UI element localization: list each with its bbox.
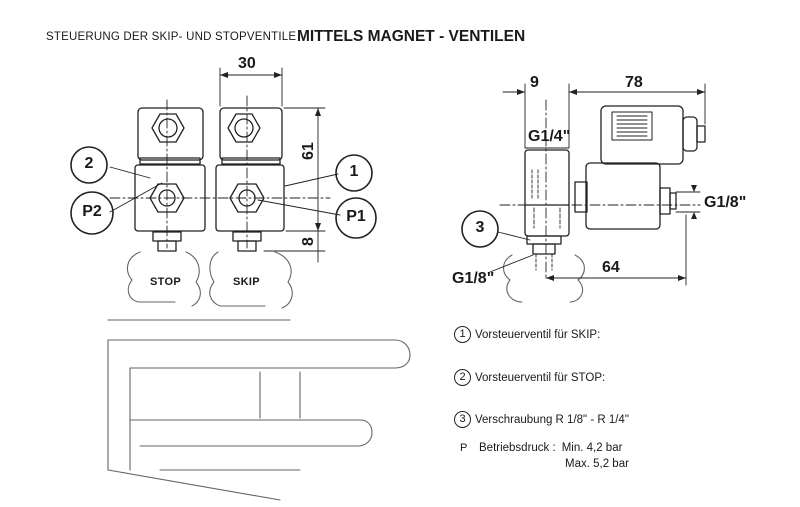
skip-valve-body xyxy=(216,165,284,231)
stop-coil-nut xyxy=(152,114,184,142)
skip-coil-nut xyxy=(228,114,260,142)
side-connector xyxy=(586,163,660,229)
legend-num-1: 1 xyxy=(454,326,471,343)
stop-coil-top xyxy=(138,108,203,160)
dim-width-30: 30 xyxy=(238,55,256,72)
legend-num-3: 3 xyxy=(454,411,471,428)
legend-text-1: Vorsteuerventil für SKIP: xyxy=(475,328,601,341)
stop-label: STOP xyxy=(150,276,181,288)
callout-circle-1 xyxy=(336,155,372,191)
pressure-min: Min. 4,2 bar xyxy=(561,442,623,454)
title-prefix: STEUERUNG DER SKIP- UND STOPVENTILE xyxy=(46,31,297,43)
legend-item-3: 3 Verschraubung R 1/8" - R 1/4" xyxy=(454,411,629,428)
callout-circle-p1 xyxy=(336,198,376,238)
callout-circle-p2 xyxy=(71,192,113,234)
pressure-label: Betriebsdruck : xyxy=(479,442,556,454)
skip-coil-top xyxy=(220,108,282,160)
callout-circle-2 xyxy=(71,147,107,183)
pressure-max: Max. 5,2 bar xyxy=(565,458,629,470)
legend-text-3: Verschraubung R 1/8" - R 1/4" xyxy=(475,413,629,426)
legend-pressure: P Betriebsdruck : Min. 4,2 bar xyxy=(454,442,622,454)
thread-g14-top: G1/4" xyxy=(528,128,571,145)
legend-item-2: 2 Vorsteuerventil für STOP: xyxy=(454,369,605,386)
title-main: MITTELS MAGNET - VENTILEN xyxy=(297,28,526,45)
skip-label: SKIP xyxy=(233,276,260,288)
legend-num-2: 2 xyxy=(454,369,471,386)
dim-height-61: 61 xyxy=(300,142,317,160)
dim-height-8: 8 xyxy=(300,237,317,246)
thread-g18-side: G1/8" xyxy=(704,194,747,211)
callout-3: 3 xyxy=(475,219,485,236)
callout-p2: P2 xyxy=(82,203,102,220)
legend-text-2: Vorsteuerventil für STOP: xyxy=(475,371,606,384)
callout-p1: P1 xyxy=(346,208,366,225)
dim-9: 9 xyxy=(530,74,539,91)
pressure-symbol: P xyxy=(460,442,468,454)
legend-item-1: 1 Vorsteuerventil für SKIP: xyxy=(454,326,600,343)
callout-circle-3 xyxy=(462,211,498,247)
dim-64: 64 xyxy=(602,259,620,276)
callout-1: 1 xyxy=(349,163,359,180)
dim-78: 78 xyxy=(625,74,643,91)
side-coil xyxy=(601,106,683,164)
legend-pressure-max: Max. 5,2 bar xyxy=(565,458,629,470)
callout-2: 2 xyxy=(84,155,94,172)
thread-g18-bottom: G1/8" xyxy=(452,270,495,287)
